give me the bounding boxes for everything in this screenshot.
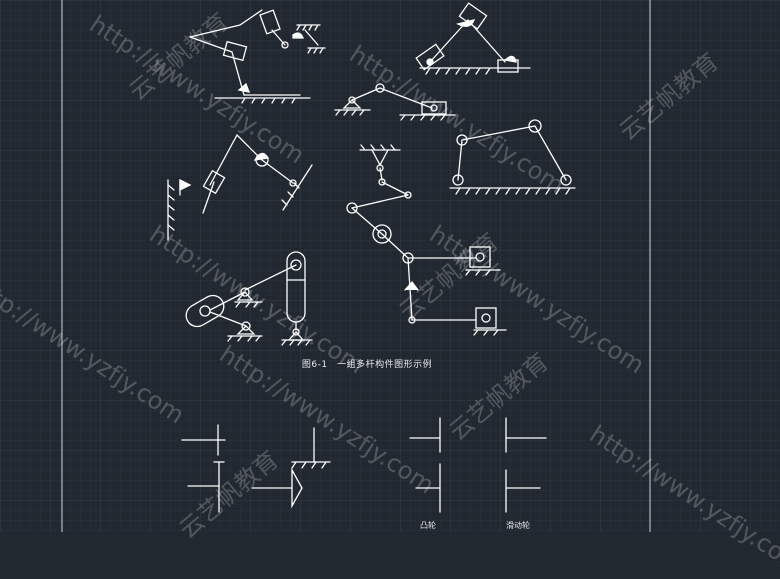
- figure-caption: 图6-1 一组多杆构件图形示例: [301, 360, 433, 370]
- bottom-label-slide: 滑动轮: [506, 521, 530, 530]
- quadrilateral-linkage-5: [449, 119, 576, 195]
- bottom-label-cam: 凸轮: [420, 521, 436, 530]
- bottom-symbols: [181, 417, 547, 513]
- page-frame: [61, 0, 651, 532]
- linkage-mechanism-1: [189, 9, 326, 104]
- four-bar-mechanism-4: [346, 144, 507, 336]
- crank-rocker-mechanism-3: [167, 134, 313, 241]
- crank-slider-mechanism-2: [334, 2, 531, 121]
- slider-crank-mechanism-6: [185, 251, 313, 346]
- cad-drawing-canvas: [0, 0, 780, 532]
- grid-background: [0, 0, 780, 532]
